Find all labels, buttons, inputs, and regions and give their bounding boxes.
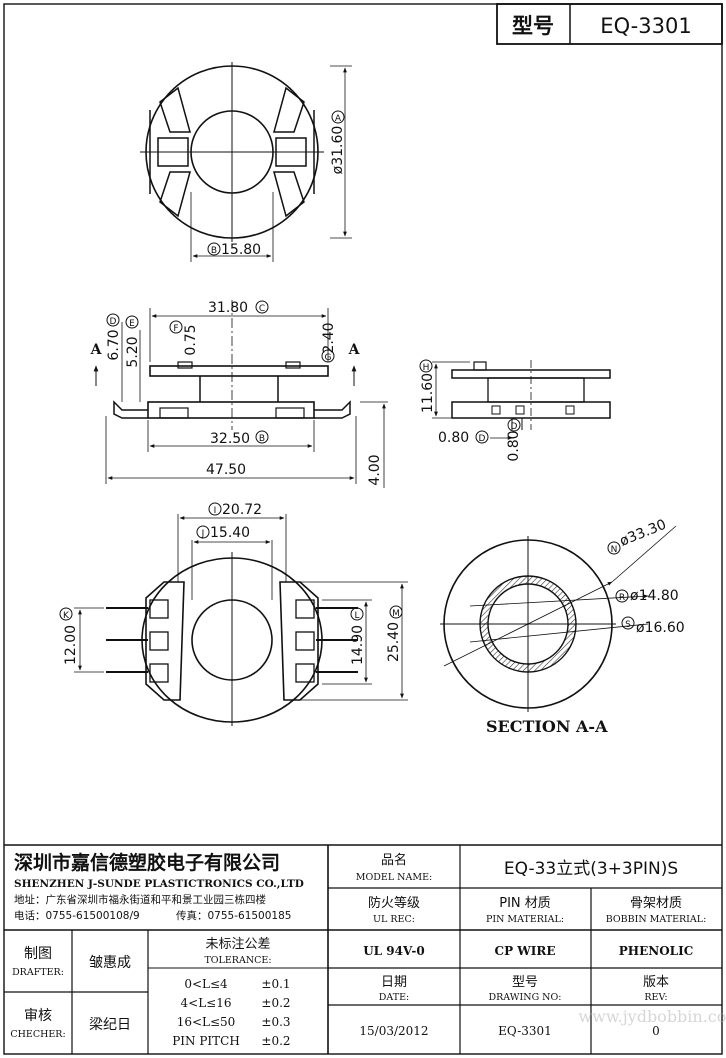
rev-en: REV: — [644, 992, 667, 1003]
section-view: N ø33.30 R ø14.80 S ø16.60 SECTION A-A — [440, 517, 685, 736]
model-name-cn: 品名 — [381, 852, 407, 868]
checker-en: CHECHER: — [10, 1029, 65, 1040]
pin-cn: PIN 材质 — [499, 896, 551, 911]
side-dim-240-mark: G — [325, 353, 332, 363]
top-dim-core-mark: B — [211, 246, 217, 256]
section-title: SECTION A-A — [486, 717, 608, 736]
company-en: SHENZHEN J-SUNDE PLASTICTRONICS CO.,LTD — [14, 878, 304, 890]
title-block: 深圳市嘉信德塑胶电子有限公司 SHENZHEN J-SUNDE PLASTICT… — [4, 844, 726, 1054]
watermark: www.jydbobbin.com — [578, 1007, 726, 1026]
section-d3-mark: S — [625, 620, 631, 630]
header-model-value: EQ-3301 — [600, 14, 691, 38]
side-section-left: A — [90, 342, 103, 358]
side-dim-mid: 32.50 — [210, 431, 250, 447]
drafter-cn: 制图 — [24, 946, 52, 962]
top-dim-outer-mark: A — [335, 114, 342, 124]
company-address: 地址：广东省深圳市福永街道和平和景工业园三栋四楼 — [14, 893, 266, 906]
side-view: A A 31.80 C 0.75 F 6.70 D 5.20 E 2.40 — [90, 300, 388, 488]
end-view: 11.60 H 0.80 D 0.80 D — [419, 359, 611, 462]
model-name-value: EQ-33立式(3+3PIN)S — [504, 859, 678, 879]
bottom-dim-left: 12.00 — [63, 625, 79, 665]
top-view: ø31.60 A B 15.80 — [140, 62, 352, 262]
rev-cn: 版本 — [643, 975, 669, 990]
bobbin-en: BOBBIN MATERIAL: — [606, 914, 707, 925]
side-dim-670: 6.70 — [106, 329, 122, 360]
end-dim-w2: 0.80 — [506, 430, 522, 461]
side-dim-top-width: 31.80 — [208, 300, 248, 316]
section-d2: ø14.80 — [630, 588, 679, 604]
tol-range: 0<L≤4 — [184, 977, 228, 991]
bottom-dim-a: 20.72 — [222, 502, 262, 518]
side-dim-mid-mark: B — [259, 434, 265, 444]
section-d1: ø33.30 — [618, 517, 669, 550]
end-dim-height-mark: H — [423, 363, 430, 373]
side-dim-075-mark: F — [173, 324, 178, 334]
end-dim-w2-mark: D — [511, 422, 518, 432]
tolerance-cn: 未标注公差 — [205, 937, 270, 952]
date-value: 15/03/2012 — [359, 1024, 428, 1038]
bottom-dim-left-mark: K — [63, 611, 70, 621]
ul-cn: 防火等级 — [368, 895, 420, 911]
side-dim-top-width-mark: C — [259, 304, 265, 314]
bottom-dim-a-mark: I — [214, 506, 217, 516]
ul-en: UL REC: — [373, 914, 415, 925]
pin-en: PIN MATERIAL: — [486, 914, 564, 925]
tol-range: 4<L≤16 — [181, 996, 232, 1010]
end-dim-w1-mark: D — [479, 434, 486, 444]
end-dim-w1: 0.80 — [438, 430, 469, 446]
section-d1-mark: N — [611, 545, 618, 555]
bottom-dim-b: 15.40 — [210, 525, 250, 541]
tol-range: 16<L≤50 — [177, 1015, 236, 1029]
date-cn: 日期 — [381, 975, 407, 990]
side-dim-bottom: 47.50 — [206, 462, 246, 478]
drafter-name: 皱惠成 — [89, 955, 131, 971]
tol-value: ±0.1 — [261, 977, 290, 991]
side-dim-240: 2.40 — [321, 322, 337, 353]
drawing-en: DRAWING NO: — [489, 992, 562, 1003]
ul-value: UL 94V-0 — [363, 944, 425, 958]
company-fax: 传真：0755-61500185 — [176, 909, 291, 922]
bobbin-cn: 骨架材质 — [630, 896, 682, 911]
tol-value: ±0.3 — [261, 1015, 290, 1029]
bottom-dim-mid: 14.90 — [350, 625, 366, 665]
sheet-border — [3, 3, 723, 1055]
tol-value: ±0.2 — [261, 996, 290, 1010]
company-phone: 电话：0755-61500108/9 — [14, 909, 140, 922]
bottom-view: I 20.72 J 15.40 12.00 K 14.90 L 25.40 — [59, 502, 408, 726]
date-en: DATE: — [379, 992, 409, 1003]
bottom-dim-right-mark: M — [392, 609, 400, 619]
tol-value: ±0.2 — [261, 1034, 290, 1048]
bobbin-value: PHENOLIC — [619, 944, 694, 958]
bottom-dim-right: 25.40 — [386, 622, 402, 662]
top-dim-outer: ø31.60 — [330, 126, 346, 175]
side-dim-075: 0.75 — [183, 324, 199, 355]
side-dim-520: 5.20 — [125, 336, 141, 367]
tolerance-en: TOLERANCE: — [204, 955, 271, 966]
side-dim-height: 4.00 — [367, 454, 383, 485]
bottom-dim-b-mark: J — [201, 529, 205, 539]
header-model-label: 型号 — [512, 14, 554, 38]
top-dim-core: 15.80 — [221, 242, 261, 258]
drawing-cn: 型号 — [512, 975, 538, 990]
header-model-box: 型号 EQ-3301 — [496, 3, 723, 45]
rev-value: 0 — [652, 1024, 660, 1038]
end-dim-height: 11.60 — [420, 373, 436, 413]
drafter-en: DRAFTER: — [12, 967, 64, 978]
section-d3: ø16.60 — [636, 620, 685, 636]
drawing-value: EQ-3301 — [498, 1024, 552, 1038]
model-name-en: MODEL NAME: — [356, 872, 432, 883]
checker-name: 梁纪日 — [89, 1017, 131, 1033]
section-d2-mark: R — [619, 593, 625, 603]
side-dim-520-mark: E — [129, 319, 135, 329]
bottom-dim-mid-mark: L — [354, 611, 359, 621]
side-section-right: A — [348, 342, 361, 358]
pin-value: CP WIRE — [495, 944, 556, 958]
checker-cn: 审核 — [24, 1008, 52, 1024]
side-dim-670-mark: D — [110, 317, 117, 327]
tol-range: PIN PITCH — [172, 1034, 240, 1048]
company-cn: 深圳市嘉信德塑胶电子有限公司 — [14, 851, 280, 874]
